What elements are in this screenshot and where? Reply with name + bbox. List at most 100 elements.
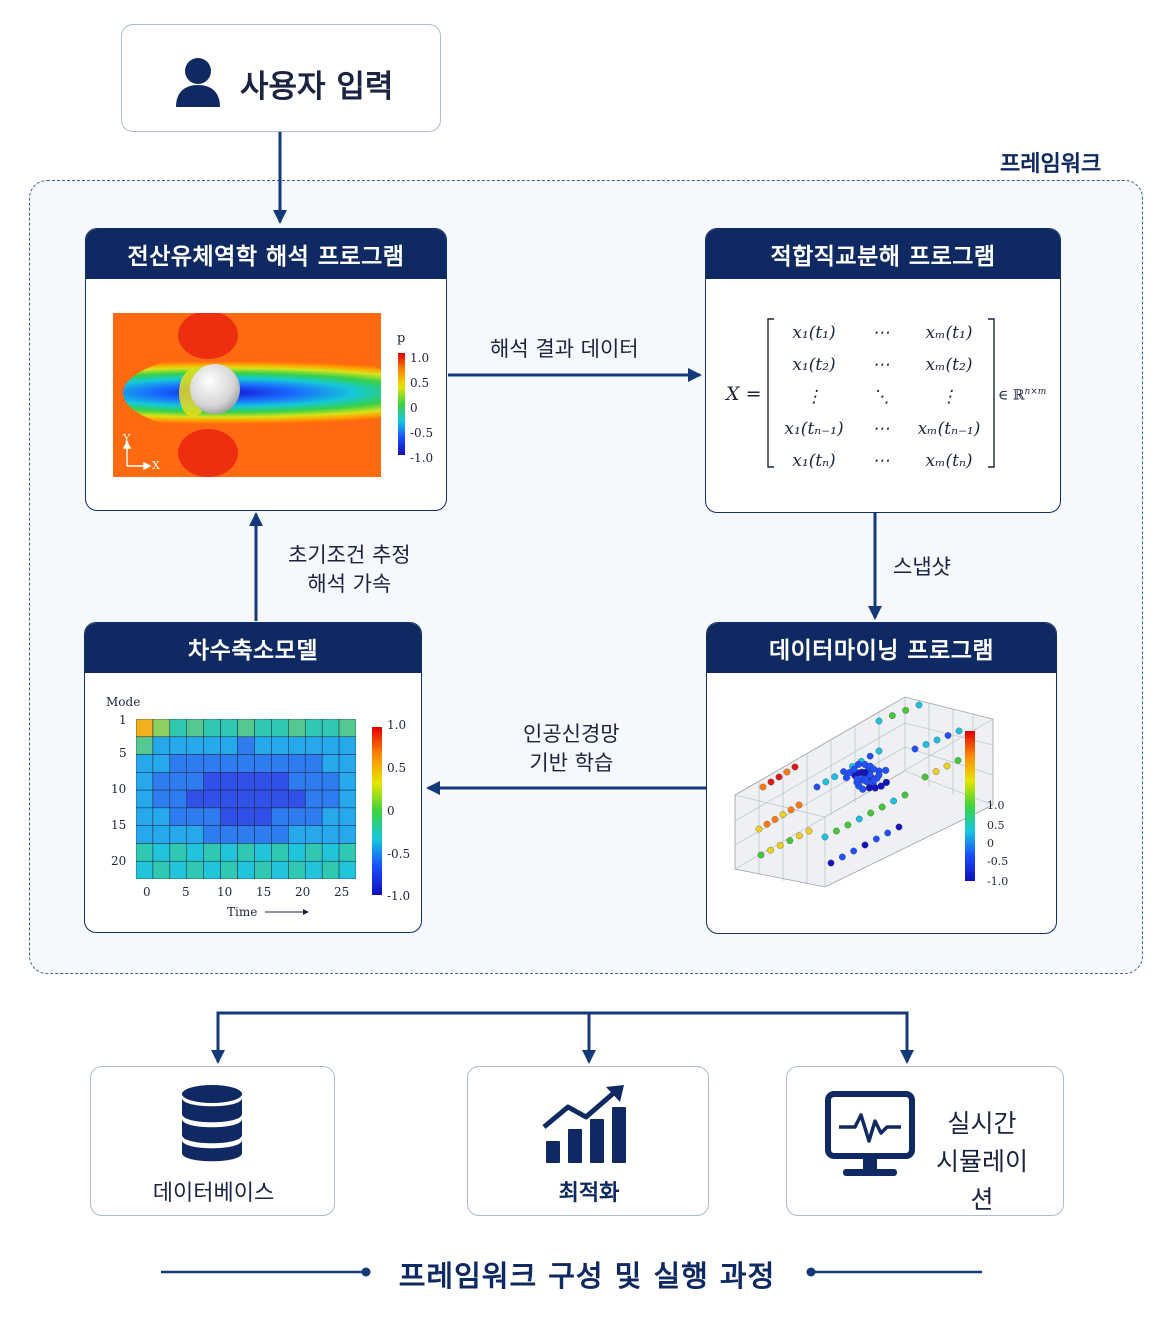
scatter-point <box>796 832 803 840</box>
heatmap-cell <box>304 736 323 755</box>
rom-heatmap <box>136 719 356 879</box>
cfd-axis-y: Y <box>123 432 131 445</box>
user-input-box[interactable]: 사용자 입력 <box>121 24 441 132</box>
matrix-body: x₁(t₁)⋯xₘ(t₁) x₁(t₂)⋯xₘ(t₂) ⋮⋱⋮ x₁(tₙ₋₁)… <box>784 323 981 471</box>
scatter-point <box>850 847 858 855</box>
heatmap-cell <box>254 807 272 826</box>
scatter-point <box>884 829 892 837</box>
matrix-lhs: X = <box>726 383 762 405</box>
heatmap-cell <box>186 719 204 738</box>
scatter-point <box>865 784 873 792</box>
heatmap-cell <box>338 807 356 826</box>
scatter-point <box>911 745 919 753</box>
scatter-point <box>888 712 896 720</box>
dm-3d-scatter <box>734 696 994 888</box>
heatmap-cell <box>169 789 188 809</box>
heatmap-cell <box>338 754 356 773</box>
heatmap-cell <box>304 843 323 862</box>
pod-title: 적합직교분해 프로그램 <box>706 229 1060 279</box>
scatter-point <box>813 783 821 791</box>
database-icon <box>182 1085 242 1162</box>
dm-panel[interactable]: 데이터마이닝 프로그램 1.0 0.5 0 -0.5 -1.0 <box>706 622 1057 934</box>
cfd-title: 전산유체역학 해석 프로그램 <box>86 229 446 279</box>
matrix-brackets <box>767 318 995 468</box>
heatmap-cell <box>271 843 289 862</box>
heatmap-cell <box>186 843 204 862</box>
heatmap-cell <box>321 843 340 862</box>
cfd-panel[interactable]: 전산유체역학 해석 프로그램 <box>85 228 447 511</box>
pod-panel[interactable]: 적합직교분해 프로그램 X = x₁(t₁)⋯xₘ(t₁) x₁(t₂)⋯xₘ(… <box>705 228 1061 513</box>
heatmap-cell <box>321 736 340 755</box>
heatmap-cell <box>136 789 154 809</box>
scatter-point <box>867 809 875 817</box>
matrix-rhs: ∈ ℝn×m <box>998 387 1047 404</box>
scatter-point <box>757 851 765 859</box>
scatter-point <box>944 732 952 739</box>
heatmap-cell <box>321 719 340 738</box>
rom-panel[interactable]: 차수축소모델 Mode 1 5 10 15 20 0 5 10 15 20 25… <box>84 622 422 933</box>
user-input-label: 사용자 입력 <box>240 69 394 105</box>
heatmap-cell <box>237 807 255 826</box>
heatmap-cell <box>288 789 306 809</box>
output-optimization[interactable]: 최적화 <box>467 1066 709 1216</box>
heatmap-cell <box>186 860 204 879</box>
scatter-point <box>822 778 830 786</box>
output-realtime-sim-label: 실시간 시뮬레이션 <box>935 1109 1028 1214</box>
scatter-point <box>787 806 795 814</box>
heatmap-cell <box>321 825 340 844</box>
scatter-point <box>850 765 858 773</box>
heatmap-cell <box>288 736 306 755</box>
heatmap-cell <box>152 807 171 826</box>
heatmap-cell <box>271 772 289 791</box>
heatmap-cell <box>237 789 255 809</box>
heatmap-cell <box>271 754 289 773</box>
scatter-point <box>943 762 951 770</box>
heatmap-cell <box>203 843 221 862</box>
heatmap-cell <box>288 772 306 791</box>
heatmap-cell <box>136 807 154 826</box>
scatter-point <box>827 859 835 867</box>
heatmap-cell <box>237 754 255 773</box>
heatmap-cell <box>254 789 272 809</box>
heatmap-cell <box>220 843 238 862</box>
bar-chart-growth-icon <box>542 1085 626 1163</box>
scatter-point <box>779 811 787 818</box>
heatmap-cell <box>136 825 154 844</box>
output-bus <box>216 1011 909 1062</box>
scatter-point <box>875 747 883 755</box>
scatter-point <box>755 825 763 833</box>
scatter-point <box>786 837 794 844</box>
heatmap-cell <box>152 772 171 791</box>
heatmap-cell <box>237 860 255 879</box>
heatmap-cell <box>152 860 171 879</box>
heatmap-cell <box>338 843 356 862</box>
rom-colorbar <box>372 727 382 895</box>
scatter-point <box>872 835 880 843</box>
scatter-point <box>831 773 839 781</box>
heatmap-cell <box>288 825 306 844</box>
heatmap-cell <box>203 736 221 755</box>
heatmap-cell <box>237 825 255 844</box>
scatter-point <box>776 842 784 849</box>
heatmap-cell <box>288 807 306 826</box>
footer-title: 프레임워크 구성 및 실행 과정 <box>398 1259 776 1293</box>
scatter-point <box>922 741 930 748</box>
scatter-point <box>901 791 909 799</box>
output-realtime-sim[interactable]: 실시간 시뮬레이션 <box>786 1066 1064 1216</box>
scatter-point <box>932 768 940 775</box>
scatter-point <box>775 773 783 781</box>
scatter-point <box>767 778 775 786</box>
scatter-point <box>902 706 910 714</box>
output-database[interactable]: 데이터베이스 <box>90 1066 335 1216</box>
scatter-point <box>763 820 771 828</box>
dm-title: 데이터마이닝 프로그램 <box>707 623 1056 673</box>
scatter-point <box>861 841 869 849</box>
scatter-point <box>771 816 779 823</box>
heatmap-cell <box>152 825 171 844</box>
heatmap-cell <box>169 736 188 755</box>
rom-time-arrow <box>265 909 309 915</box>
heatmap-cell <box>169 825 188 844</box>
heatmap-cell <box>220 825 238 844</box>
